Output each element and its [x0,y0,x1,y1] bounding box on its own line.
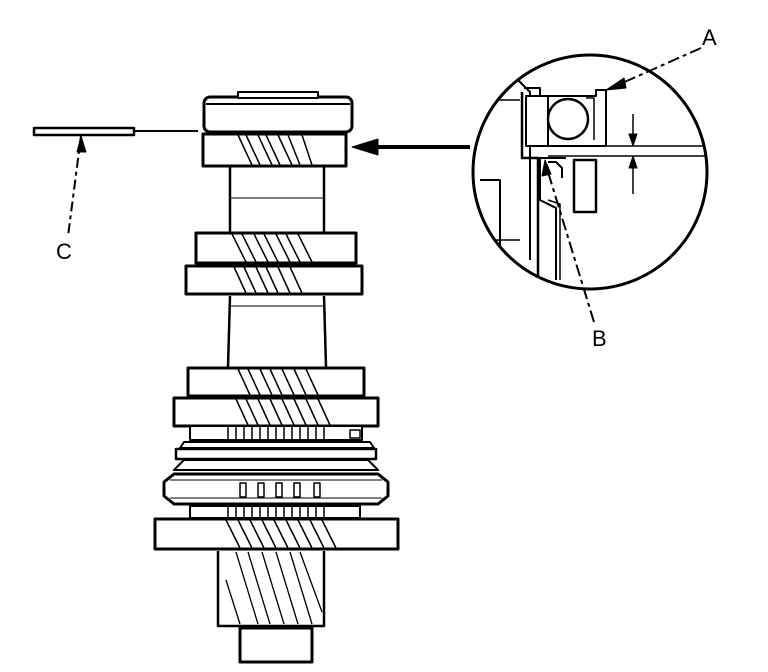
gear-5 [172,396,380,441]
label-b: B [592,326,607,351]
shaft-lower [216,551,326,628]
clearance-indicator [628,114,638,194]
synchro-hub [162,472,390,506]
lower-dog-teeth [189,505,361,519]
synchro-ring [173,441,379,471]
shaft-end [238,626,314,664]
top-gear [201,132,348,168]
detail-arrow [351,138,470,156]
bottom-gear [153,517,400,551]
shaft-assembly [153,91,400,664]
gear-3 [184,264,364,296]
top-bearing [202,91,354,134]
leader-line-b [541,159,595,323]
detail-contents [473,79,707,280]
leader-line-a [605,47,702,91]
label-c: C [56,239,72,264]
leader-line-c [67,135,87,237]
gear-4 [186,366,366,398]
feeler-gauge [32,126,198,137]
detail-view [471,53,709,291]
label-a: A [702,25,717,50]
shaft-middle [226,295,328,368]
gear-2 [194,231,358,265]
shaft-upper [228,166,326,232]
